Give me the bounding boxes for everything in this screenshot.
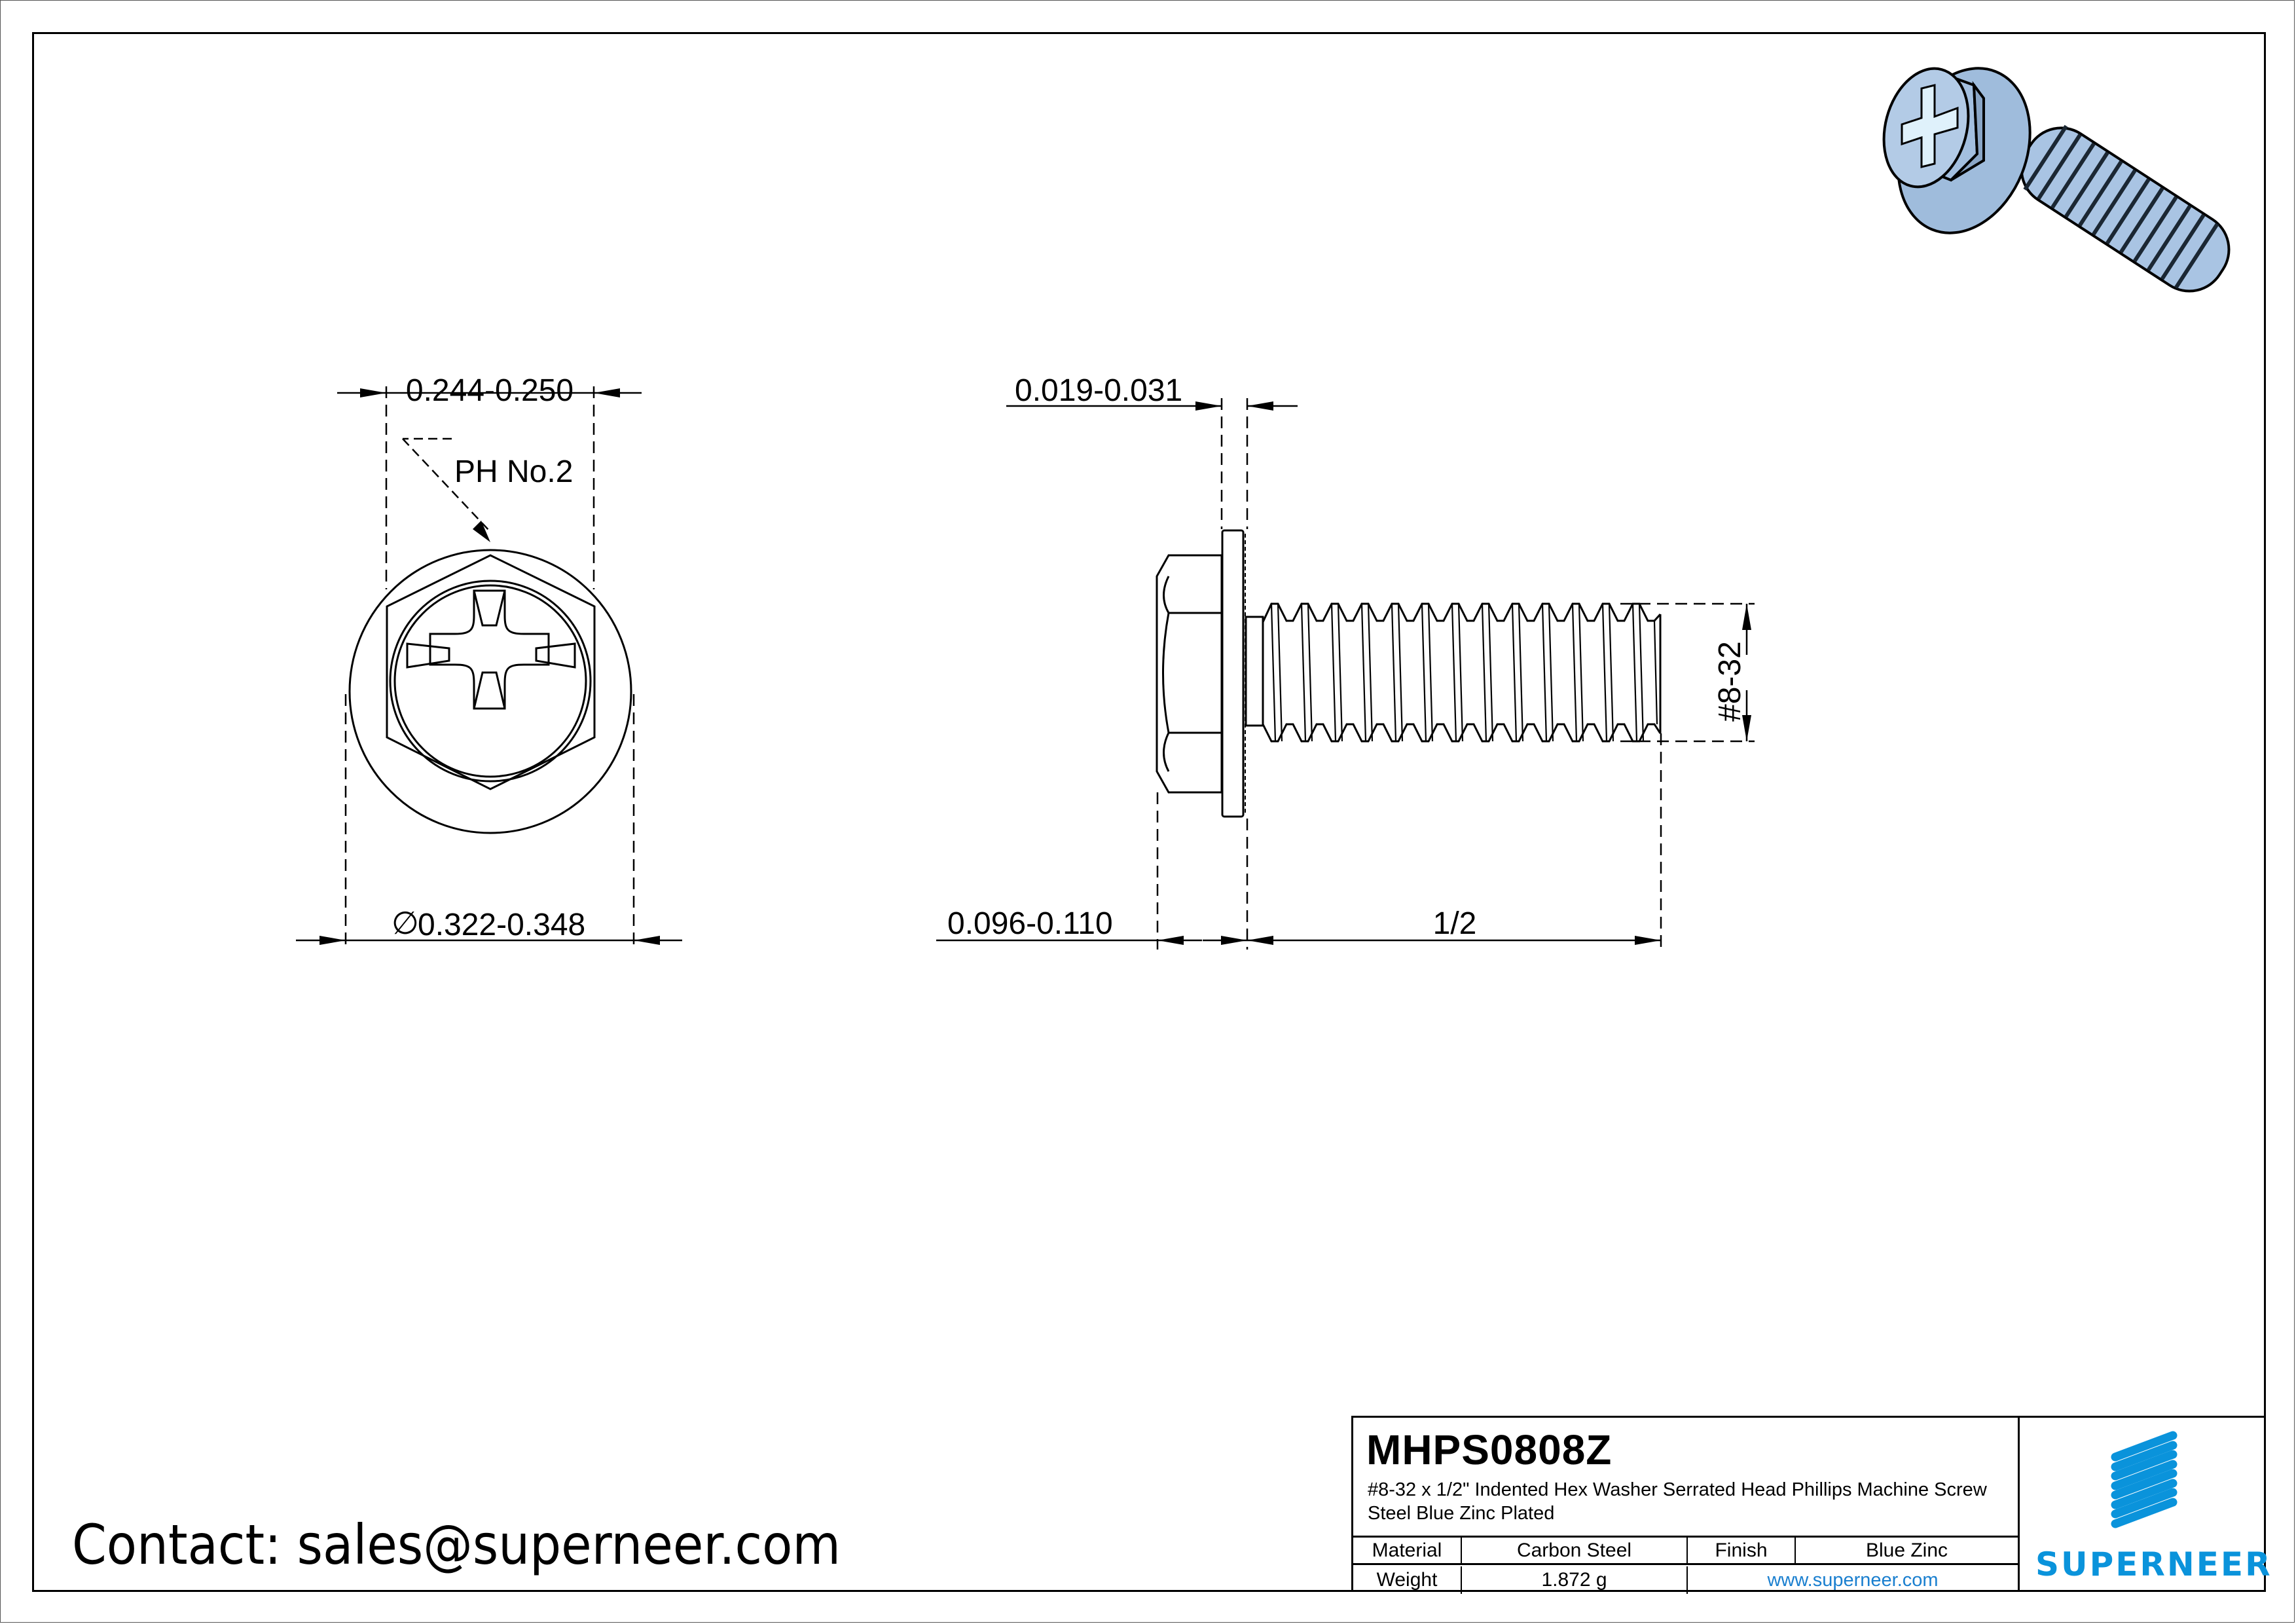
contact-email: Contact: sales@superneer.com	[72, 1513, 841, 1577]
thread-dimension	[1620, 602, 1755, 743]
washer-outline	[348, 549, 632, 834]
shank-neck	[1245, 616, 1264, 727]
length-text: 1/2	[1433, 906, 1477, 941]
brand-logo: SUPERNEER	[2020, 1418, 2270, 1592]
front-view	[348, 549, 632, 834]
spec-row-weight: Weight 1.872 g www.superneer.com	[1353, 1566, 2018, 1594]
washer-thickness-dimension	[1006, 398, 1298, 529]
diameter-symbol: ∅	[392, 906, 419, 941]
thread-body	[1262, 602, 1662, 743]
head-and-length-dimension	[936, 733, 1662, 950]
hex-outline	[386, 554, 596, 790]
spec-row-material: Material Carbon Steel Finish Blue Zinc	[1353, 1538, 2018, 1565]
head-circle-outer	[389, 580, 592, 783]
washer-thickness-text: 0.019-0.031	[1015, 373, 1182, 408]
logo-stripes-icon	[2111, 1431, 2178, 1528]
front-bottom-dim-text: 0.322-0.348	[418, 908, 585, 942]
phillips-callout: PH No.2	[454, 454, 573, 489]
finish-value: Blue Zinc	[1865, 1539, 1948, 1561]
part-description: #8-32 x 1/2" Indented Hex Washer Serrate…	[1368, 1479, 1987, 1524]
title-block-main: MHPS0808Z #8-32 x 1/2" Indented Hex Wash…	[1353, 1418, 2020, 1594]
front-bottom-dimension	[296, 694, 682, 950]
drawing-frame	[32, 32, 2266, 1592]
finish-label: Finish	[1688, 1538, 1796, 1563]
material-label: Material	[1353, 1538, 1462, 1563]
side-view	[1156, 529, 1662, 818]
hex-head-side	[1156, 554, 1223, 794]
head-circle-inner	[393, 584, 587, 778]
head-height-text: 0.096-0.110	[947, 906, 1113, 941]
callout-leader	[402, 437, 490, 542]
front-top-dim-text: 0.244-0.250	[406, 373, 574, 408]
title-block: MHPS0808Z #8-32 x 1/2" Indented Hex Wash…	[1351, 1416, 2270, 1594]
phillips-recess	[406, 589, 576, 710]
material-value: Carbon Steel	[1462, 1538, 1688, 1563]
spec-table: Material Carbon Steel Finish Blue Zinc W…	[1353, 1536, 2018, 1594]
weight-value: 1.872 g	[1462, 1566, 1688, 1594]
weight-label: Weight	[1353, 1566, 1462, 1594]
website-link[interactable]: www.superneer.com	[1767, 1569, 1939, 1591]
isometric-screw-render	[1882, 67, 2231, 293]
front-top-dimension	[337, 386, 642, 589]
logo-wordmark: SUPERNEER	[2035, 1545, 2272, 1583]
part-number: MHPS0808Z	[1366, 1426, 1613, 1473]
washer-side	[1221, 529, 1245, 818]
thread-spec-text: #8-32	[1713, 641, 1747, 722]
